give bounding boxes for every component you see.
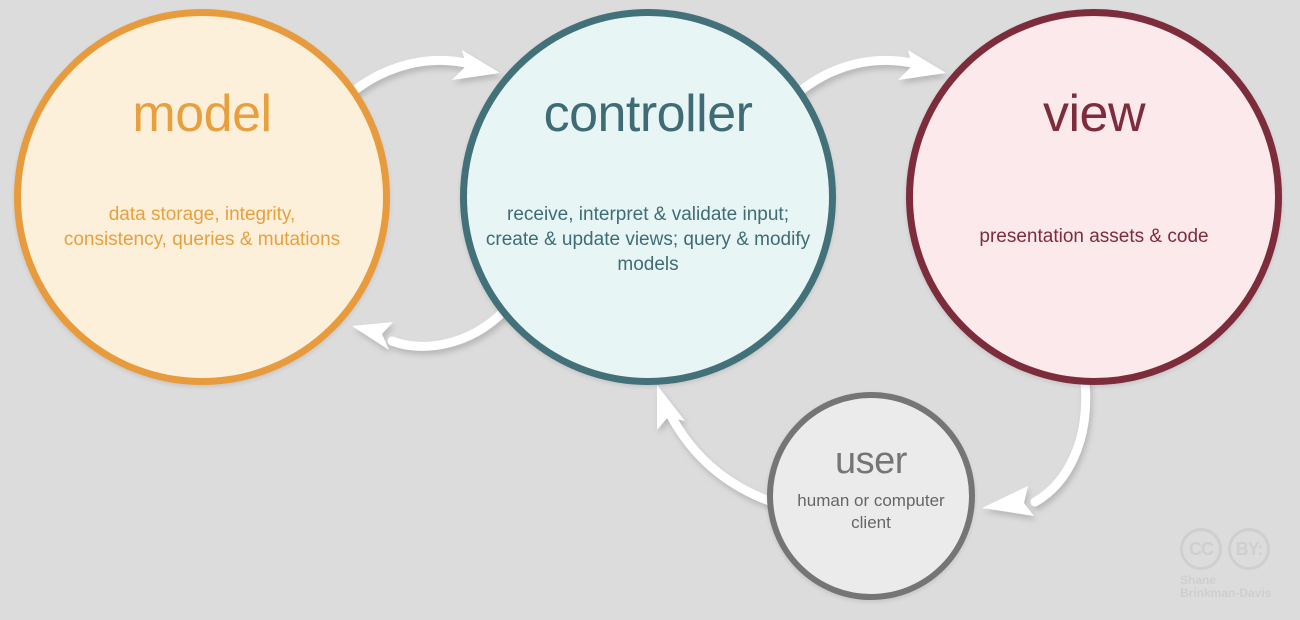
node-model-title: model: [132, 85, 272, 143]
node-model-description: data storage, integrity, consistency, qu…: [63, 204, 341, 251]
arrow-user-to-controller: [657, 385, 777, 507]
author-credit-line1: Shane: [1180, 573, 1217, 587]
node-controller-description: receive, interpret & validate input; cre…: [485, 204, 811, 276]
attribution-icon: BY:: [1228, 528, 1270, 570]
creative-commons-badge[interactable]: CC BY: Shane Brinkman-Davis: [1180, 528, 1290, 608]
cc-badge-glyphs: CC BY:: [1180, 528, 1290, 570]
arrow-view-to-user: [982, 377, 1091, 516]
node-user-description: human or computer client: [797, 491, 945, 533]
creative-commons-icon: CC: [1180, 528, 1222, 570]
node-view[interactable]: view presentation assets & code: [906, 9, 1282, 385]
node-controller-title: controller: [543, 85, 753, 143]
node-model[interactable]: model data storage, integrity, consisten…: [14, 9, 390, 385]
node-user-title: user: [835, 440, 907, 482]
author-credit-line2: Brinkman-Davis: [1180, 586, 1272, 601]
author-credit: Shane Brinkman-Davis: [1180, 573, 1290, 601]
node-user[interactable]: user human or computer client: [767, 392, 975, 600]
node-controller[interactable]: controller receive, interpret & validate…: [460, 9, 836, 385]
arrow-controller-to-view: [787, 50, 946, 103]
node-view-title: view: [1042, 85, 1146, 143]
arrow-model-to-controller: [339, 50, 500, 104]
arrow-controller-to-model: [352, 305, 510, 351]
node-view-description: presentation assets & code: [979, 226, 1209, 247]
